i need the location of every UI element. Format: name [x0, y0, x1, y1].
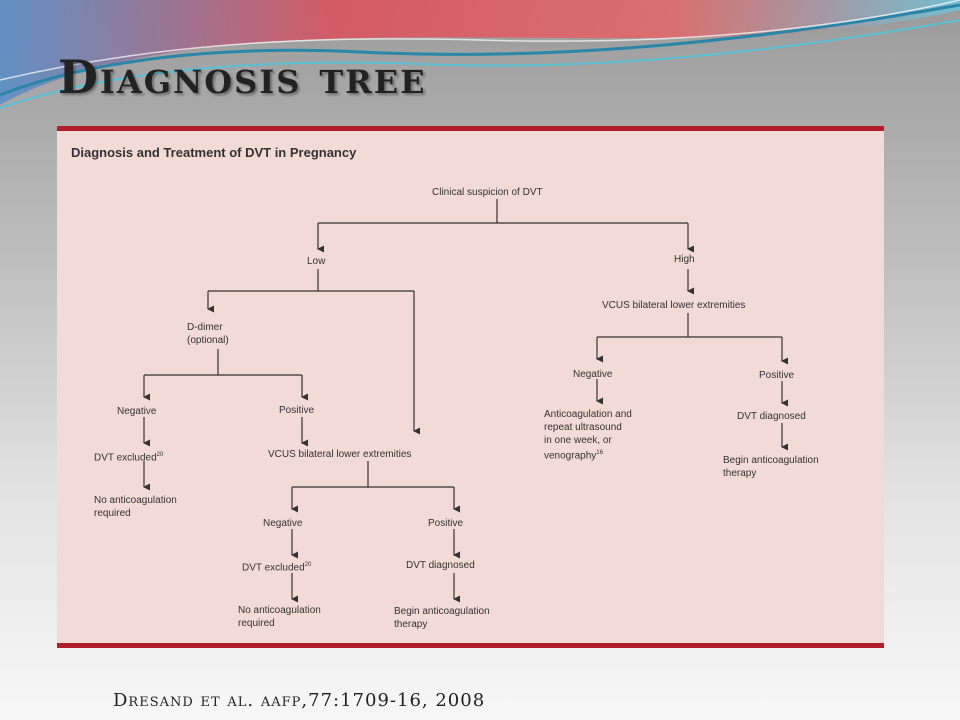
node-dvt-diagnosed-high: DVT diagnosed [737, 411, 806, 422]
node-no-anticoag-2: No anticoagulation required [238, 604, 321, 630]
node-vcus-high-positive: Positive [759, 370, 795, 381]
node-dvt-excluded-2: DVT excluded20 [242, 559, 311, 574]
node-ddimer-negative: Negative [117, 406, 157, 417]
node-vcus-low: VCUS bilateral lower extremities [268, 449, 412, 460]
node-high: High [674, 254, 695, 265]
decorative-wave-banner [0, 0, 960, 109]
begin-anticoag-low-line1: Begin anticoagulation [394, 606, 490, 617]
begin-anticoag-low-line2: therapy [394, 619, 428, 630]
dvt-excluded-1-label: DVT excluded [94, 452, 157, 464]
citation: Dresand et al. aafp,77:1709-16, 2008 [113, 690, 486, 711]
flowchart-connectors [143, 199, 788, 603]
dvt-excluded-1-ref: 20 [156, 452, 164, 458]
repeat-line1: Anticoagulation and [544, 409, 632, 420]
repeat-line4-text: venography [544, 450, 597, 462]
node-vcus-low-negative: Negative [263, 518, 303, 529]
node-dvt-diagnosed-low: DVT diagnosed [406, 560, 475, 571]
node-begin-anticoag-high: Begin anticoagulation therapy [723, 454, 819, 480]
node-vcus-low-positive: Positive [428, 518, 464, 529]
ddimer-label: D-dimer [187, 322, 223, 333]
node-begin-anticoag-low: Begin anticoagulation therapy [394, 605, 490, 631]
node-no-anticoag-1: No anticoagulation required [94, 494, 177, 520]
no-anticoag-2-line2: required [238, 618, 275, 629]
node-low: Low [307, 256, 326, 267]
repeat-ref: 16 [596, 450, 603, 456]
no-anticoag-2-line1: No anticoagulation [238, 605, 321, 616]
repeat-line4: venography16 [544, 447, 632, 462]
flowchart-figure: Diagnosis and Treatment of DVT in Pregna… [57, 126, 884, 648]
no-anticoag-1-line2: required [94, 508, 131, 519]
figure-title: Diagnosis and Treatment of DVT in Pregna… [71, 145, 357, 160]
dvt-excluded-2-ref: 20 [304, 562, 312, 568]
ddimer-optional: (optional) [187, 335, 229, 346]
no-anticoag-1-line1: No anticoagulation [94, 495, 177, 506]
dvt-excluded-2-label: DVT excluded [242, 562, 305, 574]
node-vcus-high-negative: Negative [573, 369, 613, 380]
node-clinical-suspicion: Clinical suspicion of DVT [432, 187, 543, 198]
node-ddimer: D-dimer (optional) [187, 321, 229, 347]
node-dvt-excluded-1: DVT excluded20 [94, 449, 163, 464]
node-vcus-high: VCUS bilateral lower extremities [602, 300, 746, 311]
begin-anticoag-high-line1: Begin anticoagulation [723, 455, 819, 466]
begin-anticoag-high-line2: therapy [723, 468, 757, 479]
slide-title: Diagnosis tree [58, 50, 427, 104]
node-repeat-ultrasound: Anticoagulation and repeat ultrasound in… [544, 408, 632, 462]
repeat-line2: repeat ultrasound [544, 422, 622, 433]
node-ddimer-positive: Positive [279, 405, 315, 416]
repeat-line3: in one week, or [544, 435, 612, 446]
